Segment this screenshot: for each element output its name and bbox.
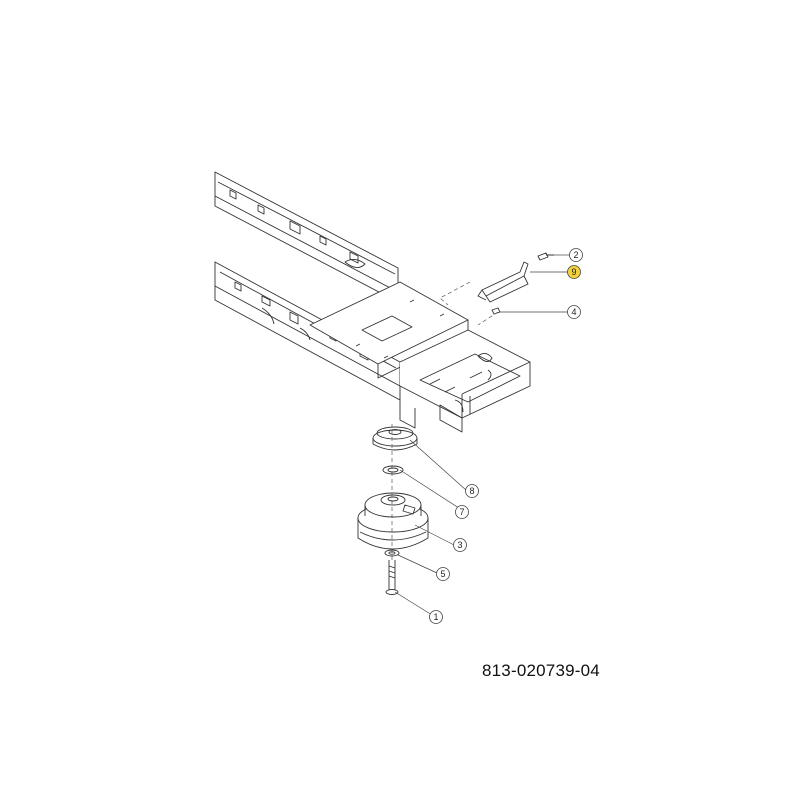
callout-2: 2 [569, 248, 583, 262]
callout-label: 1 [433, 612, 438, 622]
callout-5: 5 [436, 567, 450, 581]
callout-9: 9 [567, 265, 581, 279]
pulley-part-8 [372, 426, 418, 451]
bolt-part-2 [537, 252, 554, 261]
assembly-lines [391, 281, 499, 560]
spacer-part-7 [382, 465, 404, 475]
bracket-part-9 [477, 261, 529, 303]
callout-1: 1 [429, 610, 443, 624]
leader-lines [394, 254, 570, 616]
callout-3: 3 [453, 538, 467, 552]
callout-7: 7 [455, 505, 469, 519]
callout-label: 5 [440, 569, 445, 579]
callout-8: 8 [465, 484, 479, 498]
callout-label: 7 [459, 507, 464, 517]
callout-label: 4 [571, 307, 576, 317]
frame-rail-right [399, 329, 531, 433]
callout-label: 3 [457, 540, 462, 550]
callout-label: 9 [571, 267, 576, 277]
frame-rail-upper [214, 171, 399, 303]
frame-rail-lower [214, 261, 401, 401]
diagram-part-number: 813-020739-04 [482, 661, 600, 680]
callout-label: 2 [573, 250, 578, 260]
clutch-part-3 [357, 492, 429, 550]
callout-4: 4 [567, 305, 581, 319]
frame-cross-plate [309, 281, 469, 379]
callout-label: 8 [469, 486, 474, 496]
bolt-part-1 [385, 560, 399, 595]
